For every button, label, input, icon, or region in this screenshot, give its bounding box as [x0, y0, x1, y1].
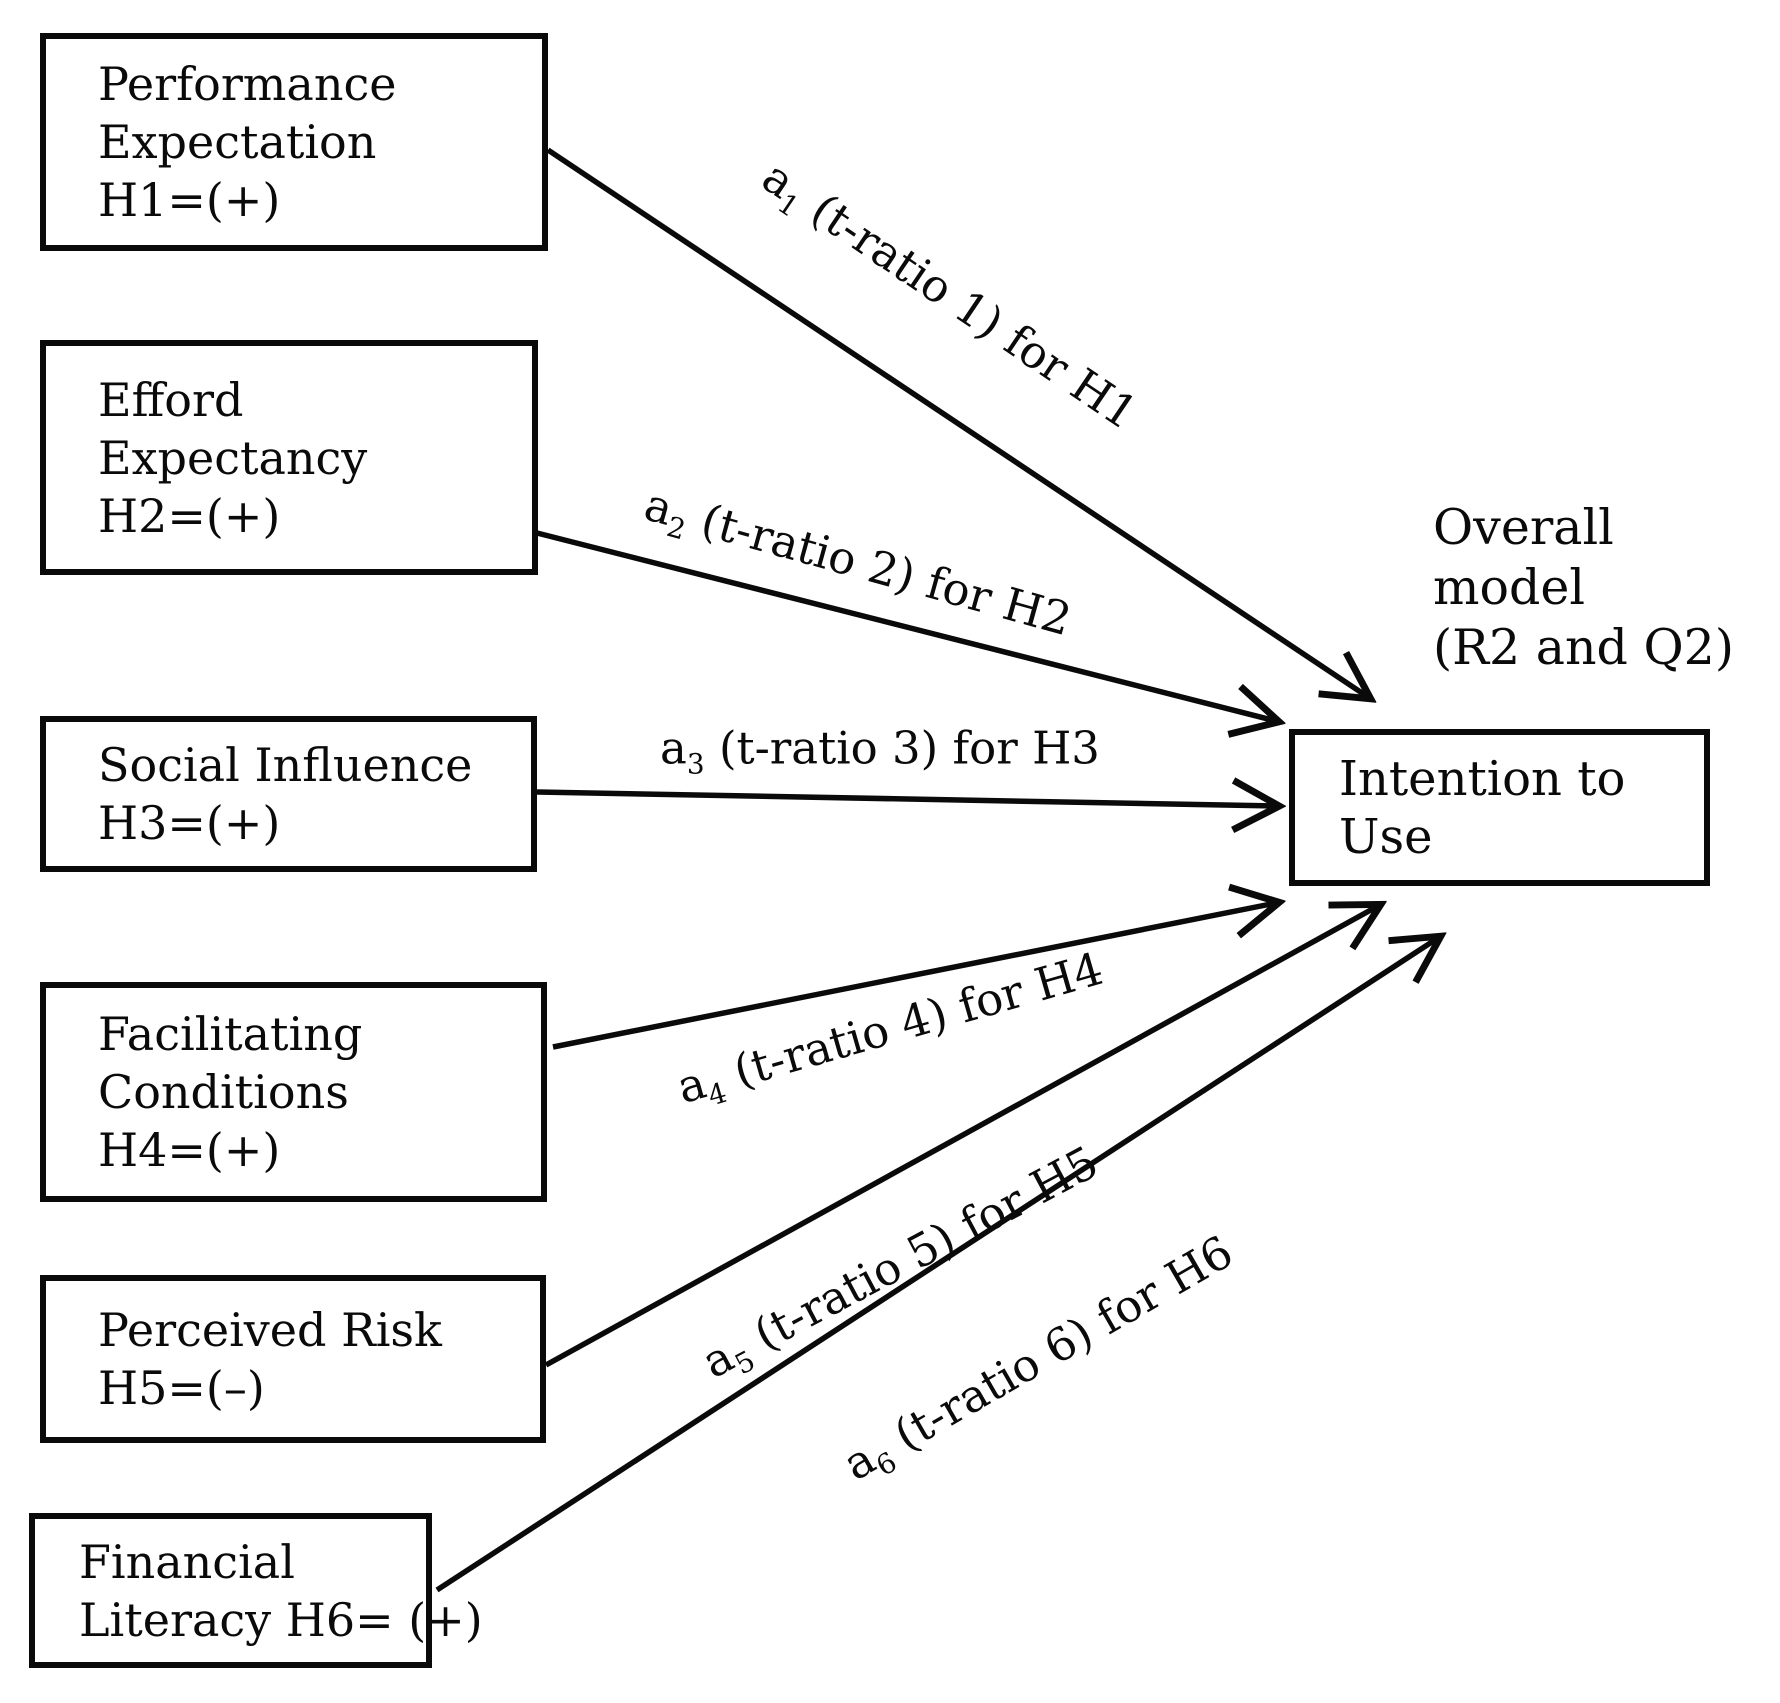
- path-label-h3: a3 (t-ratio 3) for H3: [660, 721, 1100, 778]
- factor-hypothesis: H1=(+): [98, 173, 281, 227]
- outcome-line: Intention to: [1339, 750, 1626, 807]
- factor-line: Expectation: [98, 115, 377, 169]
- factor-line: Facilitating: [98, 1007, 363, 1061]
- factor-line: Conditions: [98, 1065, 349, 1119]
- overall-model-annotation: Overall model (R2 and Q2): [1433, 498, 1734, 678]
- annotation-line: (R2 and Q2): [1433, 619, 1734, 676]
- outcome-box-intention-to-use: Intention to Use: [1289, 729, 1710, 886]
- coef-symbol: a: [660, 721, 687, 775]
- factor-line: Performance: [98, 57, 397, 111]
- factor-line: Financial: [79, 1534, 295, 1589]
- annotation-line: Overall: [1433, 499, 1614, 556]
- factor-box-facilitating-conditions: Facilitating Conditions H4=(+): [40, 982, 547, 1202]
- factor-hypothesis: H5=(–): [98, 1361, 265, 1415]
- factor-box-perceived-risk: Perceived Risk H5=(–): [40, 1275, 546, 1443]
- coef-text: (t-ratio 3) for H3: [704, 721, 1100, 775]
- factor-box-performance-expectation: Performance Expectation H1=(+): [40, 33, 548, 251]
- arrow-h3: [536, 792, 1276, 806]
- factor-hypothesis: Literacy H6= (+): [79, 1592, 483, 1647]
- arrow-h4: [552, 903, 1276, 1050]
- factor-box-social-influence: Social Influence H3=(+): [40, 716, 537, 872]
- arrow-h6: [435, 938, 1438, 1593]
- coef-subscript: 3: [686, 747, 705, 781]
- factor-line: Social Influence: [98, 738, 473, 792]
- factor-hypothesis: H4=(+): [98, 1123, 281, 1177]
- factor-line: Expectancy: [98, 430, 368, 485]
- arrow-h1: [546, 147, 1368, 697]
- annotation-line: model: [1433, 559, 1586, 616]
- factor-line: Efford: [98, 372, 244, 427]
- factor-line: Perceived Risk: [98, 1303, 442, 1357]
- factor-box-financial-literacy: Financial Literacy H6= (+): [29, 1513, 483, 1668]
- arrow-h2: [536, 530, 1276, 721]
- factor-box-efford-expectancy: Efford Expectancy H2=(+): [40, 340, 538, 575]
- arrow-h5: [544, 906, 1378, 1368]
- factor-hypothesis: H3=(+): [98, 796, 281, 850]
- factor-hypothesis: H2=(+): [98, 488, 281, 543]
- outcome-line: Use: [1339, 808, 1433, 865]
